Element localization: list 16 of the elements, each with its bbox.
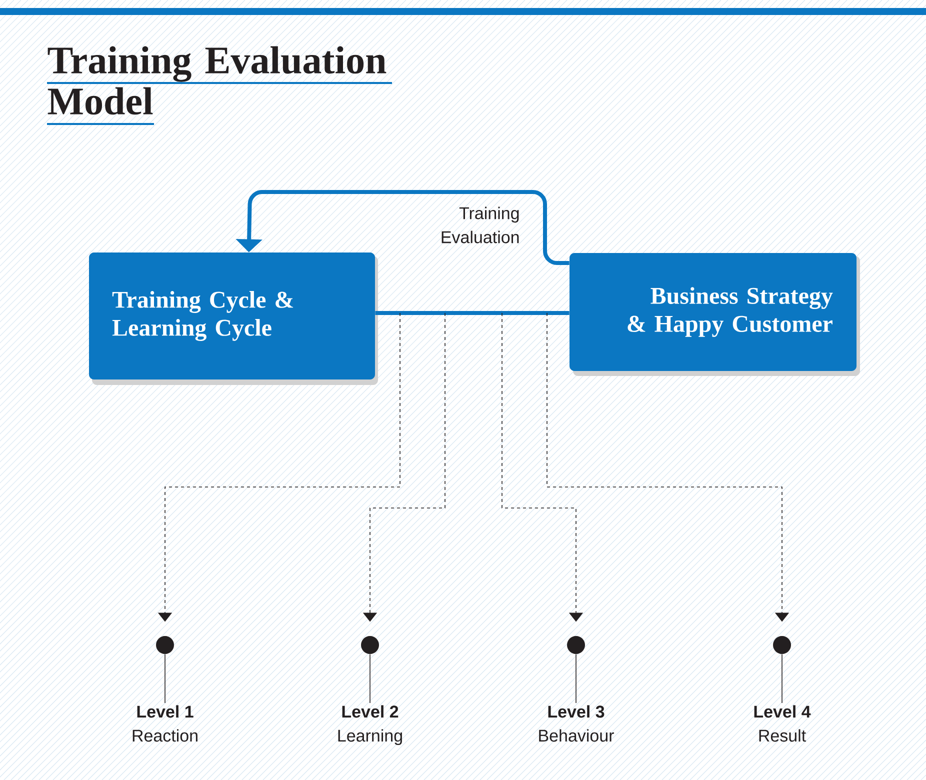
level-label: Level 2 Learning: [338, 705, 402, 746]
dot: [361, 636, 379, 654]
level-label: Level 3 Behaviour: [539, 705, 614, 742]
title: Training Evaluation Model: [48, 46, 386, 115]
process-box: Training Cycle & Learning Cycle: [89, 252, 378, 385]
stem-line: [164, 654, 166, 704]
connector-line: [375, 311, 570, 315]
dot: [567, 636, 585, 654]
level-label: Level 1 Reaction: [132, 705, 198, 742]
process-box: Business Strategy & Happy Customer: [570, 253, 860, 376]
level-label: Level 4 Result: [754, 705, 811, 742]
dot: [773, 636, 791, 654]
dashed-arrow: [502, 312, 584, 622]
dot: [156, 636, 174, 654]
dashed-arrow: [546, 312, 790, 622]
edge-label: Training Evaluation: [442, 206, 519, 244]
